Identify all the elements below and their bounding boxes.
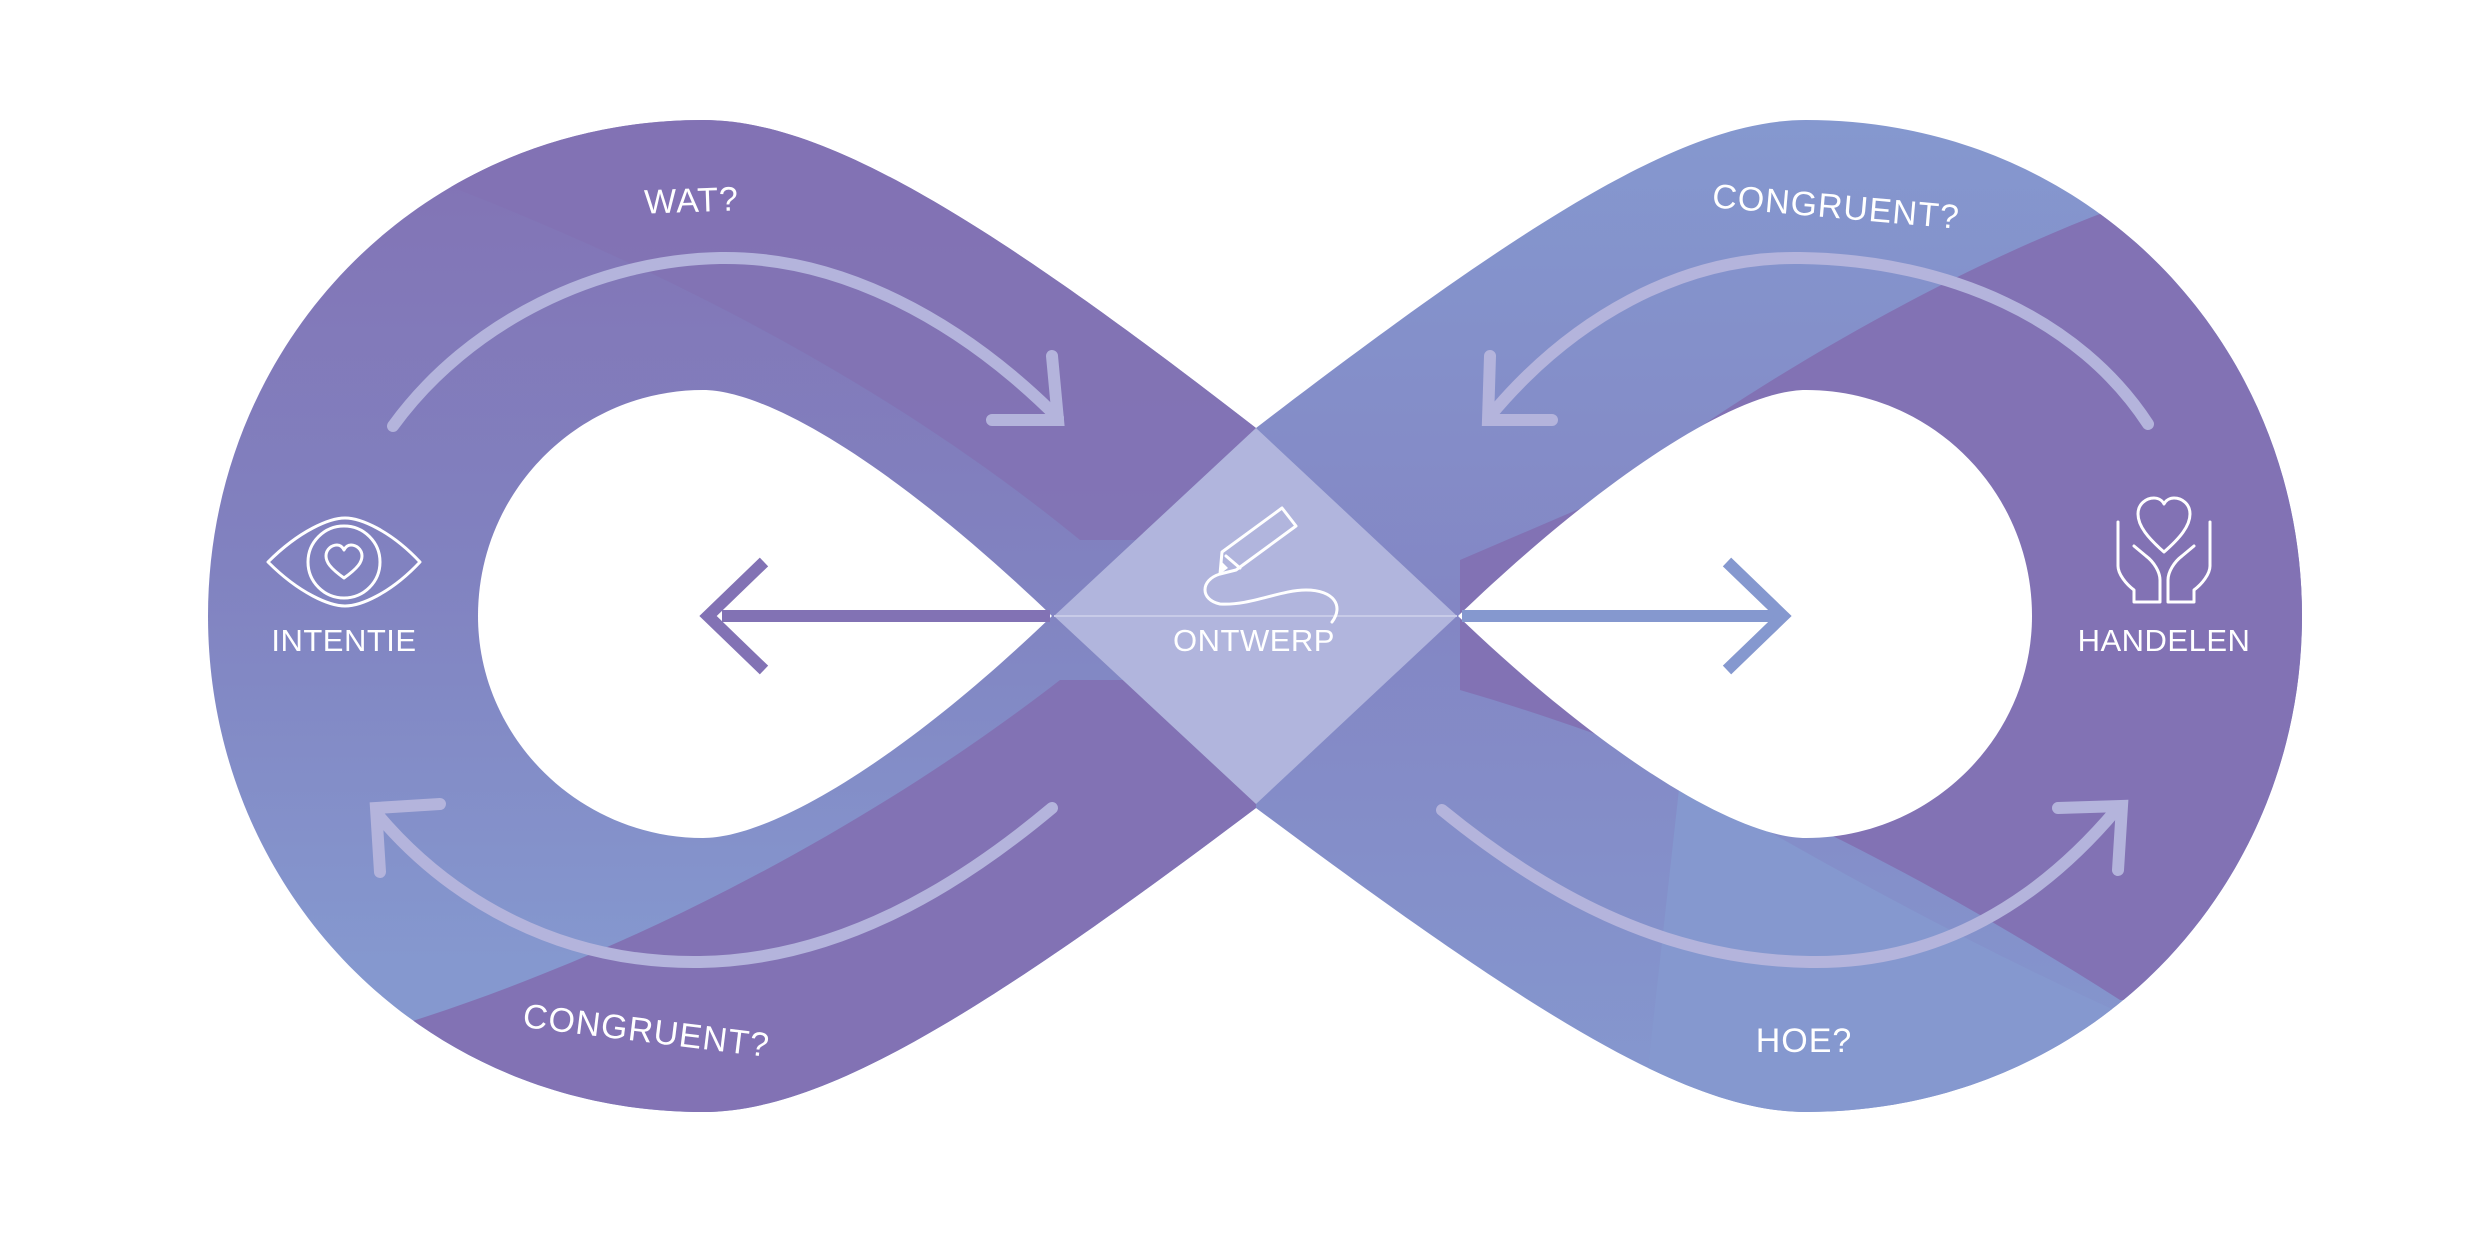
eye-heart-icon	[266, 516, 422, 608]
label-handelen: HANDELEN	[2078, 623, 2251, 658]
arrow-to-intentie	[699, 557, 1050, 675]
curved-arrow-top-left	[387, 251, 1065, 432]
pen-tip-fill	[1220, 562, 1228, 574]
label-intentie: INTENTIE	[271, 623, 416, 658]
arrow-to-handelen	[1462, 557, 1792, 675]
question-top-left: WAT?	[644, 180, 740, 221]
label-ontwerp: ONTWERP	[1173, 623, 1335, 658]
question-bottom-right: HOE?	[1756, 1022, 1853, 1060]
hands-heart-icon	[2116, 496, 2212, 604]
curved-arrow-top-right	[1481, 251, 2154, 430]
curved-arrow-bottom-left	[369, 798, 1058, 969]
curved-arrow-bottom-right	[1436, 799, 2129, 969]
pen-draw-icon	[1203, 506, 1339, 624]
